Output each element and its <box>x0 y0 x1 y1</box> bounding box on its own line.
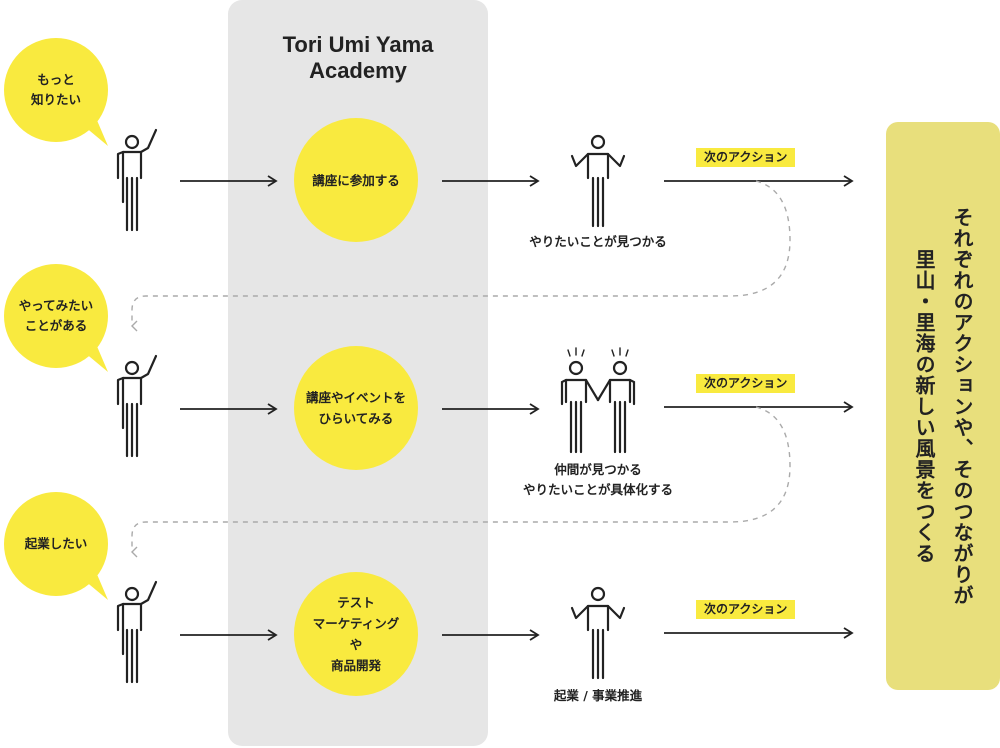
return-path-2 <box>131 406 791 558</box>
outcome-1-line-1: やりたいことが見つかる <box>529 234 667 249</box>
bubble-1-line-2: 知りたい <box>30 92 81 107</box>
bubble-2-text: やってみたい ことがある <box>6 296 106 336</box>
result-line-2: 里山・里海の新しい風景をつくる <box>912 248 936 564</box>
bubble-1 <box>4 38 108 146</box>
bubble-1-text: もっと 知りたい <box>6 70 106 110</box>
outcome-2-caption: 仲間が見つかる やりたいことが具体化する <box>490 460 706 500</box>
next-action-label-2: 次のアクション <box>696 374 796 393</box>
bubble-2-line-2: ことがある <box>24 318 88 333</box>
two-people-handshake-icon <box>560 347 636 454</box>
person-shrugging-icon <box>570 586 626 680</box>
person-shrugging-icon <box>570 134 626 228</box>
outcome-2-line-2: やりたいことが具体化する <box>522 482 673 497</box>
circle-3-line-1: テスト <box>337 595 375 610</box>
academy-title-line1: Tori Umi Yama <box>282 32 434 57</box>
bubble-1-line-1: もっと <box>37 72 75 87</box>
circle-3-line-2: マーケティング <box>312 616 400 631</box>
bubble-2 <box>4 264 108 372</box>
academy-title-line2: Academy <box>309 58 407 83</box>
next-action-label-1: 次のアクション <box>696 148 796 167</box>
action-circle-1: 講座に参加する <box>294 118 418 242</box>
outcome-1-caption: やりたいことが見つかる <box>500 232 696 252</box>
bubble-3 <box>4 492 108 600</box>
action-circle-2: 講座やイベントを ひらいてみる <box>294 346 418 470</box>
result-line-1: それぞれのアクションや、そのつながりが <box>950 206 974 606</box>
raise-hand-icon <box>116 580 158 684</box>
circle-2-line-1: 講座やイベントを <box>305 390 406 405</box>
raise-hand-icon <box>116 128 158 232</box>
bubble-3-text: 起業したい <box>6 534 106 554</box>
academy-title: Tori Umi Yama Academy <box>228 32 488 84</box>
result-panel <box>886 122 1000 690</box>
result-text: それぞれのアクションや、そのつながりが 里山・里海の新しい風景をつくる <box>886 122 1000 690</box>
circle-2-line-2: ひらいてみる <box>318 411 394 426</box>
circle-3-line-4: 商品開発 <box>330 658 381 673</box>
raise-hand-icon <box>116 354 158 458</box>
circle-3-line-3: や <box>349 637 363 652</box>
outcome-3-line-1: 起業 / 事業推進 <box>553 688 643 703</box>
circle-1-line-1: 講座に参加する <box>312 172 400 188</box>
bubble-3-line-1: 起業したい <box>24 536 88 551</box>
bubble-2-line-1: やってみたい <box>18 298 94 313</box>
return-path-1 <box>131 180 791 332</box>
outcome-3-caption: 起業 / 事業推進 <box>500 686 696 706</box>
action-circle-3: テスト マーケティング や 商品開発 <box>294 572 418 696</box>
next-action-label-3: 次のアクション <box>696 600 796 619</box>
outcome-2-line-1: 仲間が見つかる <box>554 462 642 477</box>
